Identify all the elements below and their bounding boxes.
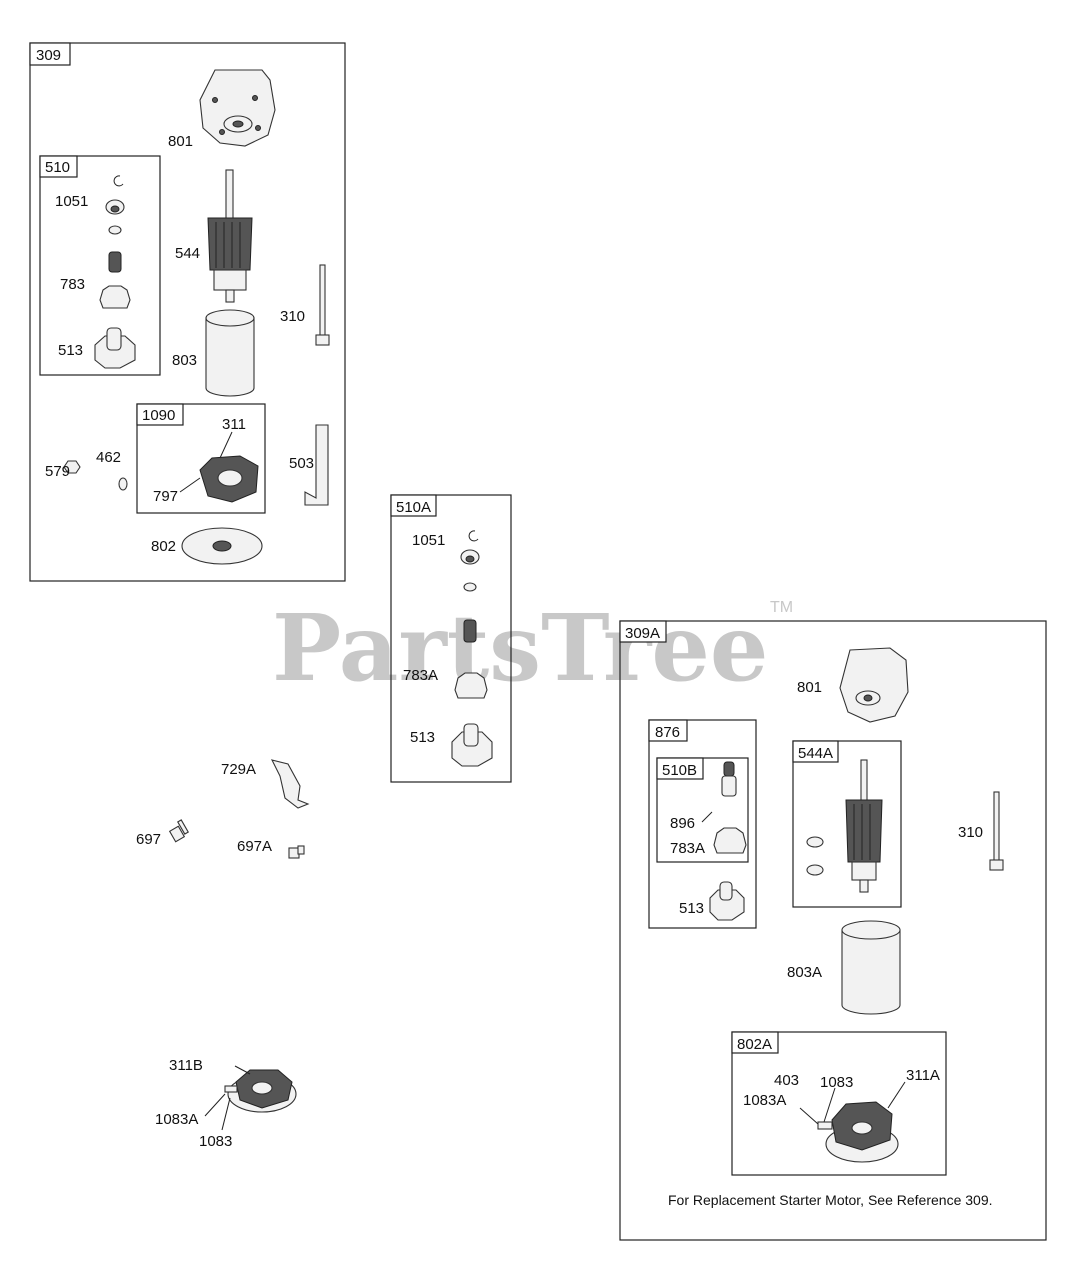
group-510B-tag[interactable] bbox=[656, 757, 704, 780]
part-310-bolt-309A[interactable] bbox=[989, 791, 1004, 871]
label-311B[interactable]: 311B bbox=[169, 1057, 203, 1074]
group-544A-tag[interactable] bbox=[792, 740, 839, 763]
watermark-tm: TM bbox=[770, 599, 793, 616]
group-309-tag[interactable] bbox=[29, 42, 71, 66]
part-510A-stack[interactable] bbox=[451, 530, 493, 767]
group-1090-tag[interactable] bbox=[136, 403, 184, 426]
replacement-note: For Replacement Starter Motor, See Refer… bbox=[668, 1192, 993, 1208]
group-309A-box bbox=[619, 620, 1047, 1241]
part-544-armature[interactable] bbox=[207, 169, 253, 303]
part-802-end-plate[interactable] bbox=[181, 527, 263, 565]
group-510A-tag[interactable] bbox=[390, 494, 437, 517]
label-1083-802A[interactable]: 1083 bbox=[820, 1074, 853, 1091]
group-309-box bbox=[29, 42, 346, 582]
watermark: PartsTree bbox=[272, 594, 768, 702]
group-510A-label: 510A bbox=[396, 499, 431, 516]
group-510A-box bbox=[390, 494, 512, 783]
part-510B-stack[interactable] bbox=[701, 761, 747, 854]
label-544[interactable]: 544 bbox=[175, 245, 200, 262]
group-802A-tag[interactable] bbox=[731, 1031, 779, 1054]
label-462[interactable]: 462 bbox=[96, 449, 121, 466]
part-697A-screw[interactable] bbox=[288, 845, 305, 859]
label-513[interactable]: 513 bbox=[58, 342, 83, 359]
group-510B-label: 510B bbox=[662, 762, 697, 779]
group-876-tag[interactable] bbox=[648, 719, 688, 742]
group-1090-box bbox=[136, 403, 266, 514]
group-544A-label: 544A bbox=[798, 745, 833, 762]
part-503-strap[interactable] bbox=[304, 424, 329, 506]
label-697[interactable]: 697 bbox=[136, 831, 161, 848]
group-309A-tag[interactable] bbox=[619, 620, 667, 643]
label-1083A[interactable]: 1083A bbox=[155, 1111, 198, 1128]
group-510-box bbox=[39, 155, 161, 376]
label-311A[interactable]: 311A bbox=[906, 1067, 940, 1084]
part-311B-brush-holder[interactable] bbox=[204, 1065, 297, 1131]
part-513-pinion-876[interactable] bbox=[709, 881, 745, 921]
group-802A-box bbox=[731, 1031, 947, 1176]
group-1090-label: 1090 bbox=[142, 407, 175, 424]
label-1083[interactable]: 1083 bbox=[199, 1133, 232, 1150]
part-697-screw[interactable] bbox=[168, 819, 189, 843]
label-311[interactable]: 311 bbox=[222, 416, 246, 433]
label-801[interactable]: 801 bbox=[168, 133, 193, 150]
label-513-510A[interactable]: 513 bbox=[410, 729, 435, 746]
label-310-309A[interactable]: 310 bbox=[958, 824, 983, 841]
group-510-label: 510 bbox=[45, 159, 70, 176]
label-802[interactable]: 802 bbox=[151, 538, 176, 555]
label-729A[interactable]: 729A bbox=[221, 761, 256, 778]
label-896[interactable]: 896 bbox=[670, 815, 695, 832]
group-802A-label: 802A bbox=[737, 1036, 772, 1053]
label-803[interactable]: 803 bbox=[172, 352, 197, 369]
part-544A-armature[interactable] bbox=[806, 759, 883, 893]
group-876-box bbox=[648, 719, 757, 929]
part-579-nut[interactable] bbox=[63, 460, 81, 474]
label-697A[interactable]: 697A bbox=[237, 838, 272, 855]
group-309A-label: 309A bbox=[625, 625, 660, 642]
label-310[interactable]: 310 bbox=[280, 308, 305, 325]
label-801-309A[interactable]: 801 bbox=[797, 679, 822, 696]
label-783[interactable]: 783 bbox=[60, 276, 85, 293]
label-403[interactable]: 403 bbox=[774, 1072, 799, 1089]
group-876-label: 876 bbox=[655, 724, 680, 741]
group-544A-box bbox=[792, 740, 902, 908]
label-797[interactable]: 797 bbox=[153, 488, 178, 505]
label-783A-510A[interactable]: 783A bbox=[403, 667, 438, 684]
part-729A-clip[interactable] bbox=[270, 759, 310, 809]
label-1051[interactable]: 1051 bbox=[55, 193, 88, 210]
label-579[interactable]: 579 bbox=[45, 463, 70, 480]
part-510-stack[interactable] bbox=[94, 175, 136, 369]
label-1083A-802A[interactable]: 1083A bbox=[743, 1092, 786, 1109]
label-803A[interactable]: 803A bbox=[787, 964, 822, 981]
label-1051-510A[interactable]: 1051 bbox=[412, 532, 445, 549]
part-801-bracket-309A[interactable] bbox=[839, 647, 909, 723]
group-309-label: 309 bbox=[36, 47, 61, 64]
part-311-brush-holder[interactable] bbox=[179, 431, 259, 503]
label-783A-510B[interactable]: 783A bbox=[670, 840, 705, 857]
part-462-washer[interactable] bbox=[118, 477, 128, 491]
label-513-876[interactable]: 513 bbox=[679, 900, 704, 917]
part-802A-end-cap[interactable] bbox=[799, 1081, 906, 1163]
part-803-housing[interactable] bbox=[205, 309, 255, 397]
label-503[interactable]: 503 bbox=[289, 455, 314, 472]
part-310-bolt[interactable] bbox=[315, 264, 330, 346]
part-803A-housing[interactable] bbox=[841, 920, 901, 1015]
part-801-drawing[interactable] bbox=[199, 69, 276, 147]
group-510-tag[interactable] bbox=[39, 155, 78, 178]
